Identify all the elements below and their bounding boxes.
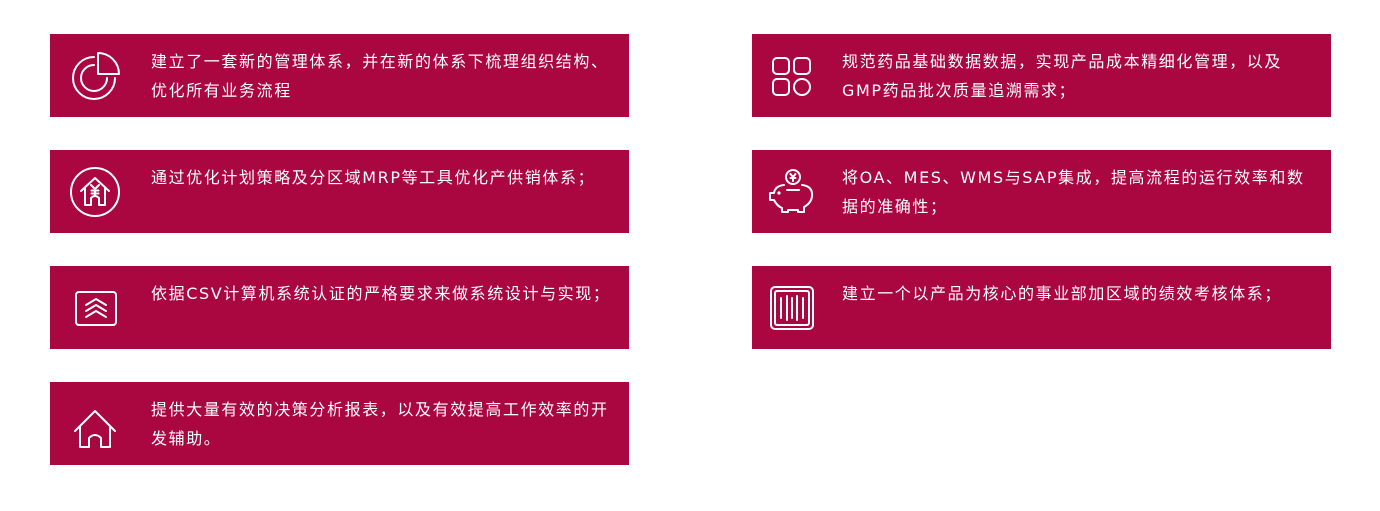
- feature-card-text: 将OA、MES、WMS与SAP集成，提高流程的运行效率和数据的准确性；: [842, 168, 1305, 216]
- feature-card-text: 依据CSV计算机系统认证的严格要求来做系统设计与实现；: [151, 284, 611, 303]
- barcode-box-icon: [764, 280, 820, 336]
- feature-card-text: 通过优化计划策略及分区域MRP等工具优化产供销体系；: [151, 168, 596, 187]
- feature-card-csv-validation: 依据CSV计算机系统认证的严格要求来做系统设计与实现；: [50, 266, 629, 349]
- feature-card-decision-reports: 提供大量有效的决策分析报表，以及有效提高工作效率的开发辅助。: [50, 382, 629, 465]
- feature-card-text: 规范药品基础数据数据，实现产品成本精细化管理，以及GMP药品批次质量追溯需求；: [842, 52, 1283, 100]
- house-yuan-icon: [67, 164, 123, 220]
- pie-chart-icon: [67, 48, 123, 104]
- feature-card-drug-data: 规范药品基础数据数据，实现产品成本精细化管理，以及GMP药品批次质量追溯需求；: [752, 34, 1331, 117]
- feature-card-text: 提供大量有效的决策分析报表，以及有效提高工作效率的开发辅助。: [151, 400, 609, 448]
- piggy-bank-yuan-icon: [764, 164, 820, 220]
- home-icon: [67, 396, 123, 452]
- feature-card-performance-appraisal: 建立一个以产品为核心的事业部加区域的绩效考核体系；: [752, 266, 1331, 349]
- feature-card-management-system: 建立了一套新的管理体系，并在新的体系下梳理组织结构、优化所有业务流程: [50, 34, 629, 117]
- left-feature-column: 建立了一套新的管理体系，并在新的体系下梳理组织结构、优化所有业务流程 通过优化计…: [50, 34, 629, 498]
- right-feature-column: 规范药品基础数据数据，实现产品成本精细化管理，以及GMP药品批次质量追溯需求； …: [752, 34, 1331, 382]
- feature-card-system-integration: 将OA、MES、WMS与SAP集成，提高流程的运行效率和数据的准确性；: [752, 150, 1331, 233]
- app-grid-icon: [764, 48, 820, 104]
- feature-card-mrp-planning: 通过优化计划策略及分区域MRP等工具优化产供销体系；: [50, 150, 629, 233]
- feature-card-text: 建立了一套新的管理体系，并在新的体系下梳理组织结构、优化所有业务流程: [151, 52, 609, 100]
- feature-card-text: 建立一个以产品为核心的事业部加区域的绩效考核体系；: [842, 284, 1283, 303]
- layers-chevron-icon: [67, 280, 123, 336]
